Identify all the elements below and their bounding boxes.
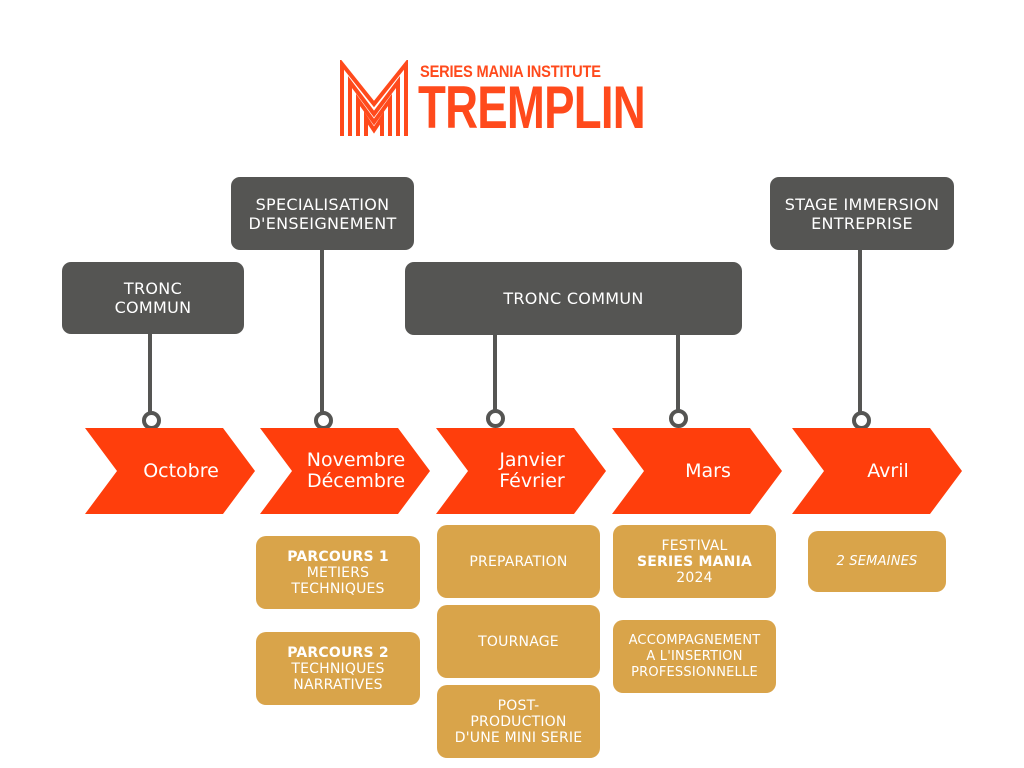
month-chevron-mars: Mars — [612, 428, 782, 514]
connector-line — [493, 335, 497, 413]
festival-year: 2024 — [676, 569, 713, 586]
detail-text: ACCOMPAGNEMENT A L'INSERTION PROFESSIONN… — [628, 632, 761, 680]
timeline-node — [669, 409, 688, 428]
parcours-text: TECHNIQUES NARRATIVES — [291, 660, 385, 693]
detail-text: 2 SEMAINES — [836, 553, 918, 569]
detail-festival: FESTIVAL SERIES MANIA 2024 — [613, 525, 776, 598]
month-chevron-avril: Avril — [792, 428, 962, 514]
month-chevron-octobre: Octobre — [85, 428, 255, 514]
header-stage-immersion: STAGE IMMERSION ENTREPRISE — [770, 177, 954, 250]
detail-parcours-2: PARCOURS 2 TECHNIQUES NARRATIVES — [256, 632, 420, 705]
month-label: Octobre — [143, 459, 219, 482]
festival-top: FESTIVAL — [661, 537, 728, 554]
detail-parcours-1: PARCOURS 1 METIERS TECHNIQUES — [256, 536, 420, 609]
header-tronc-commun-2: TRONC COMMUN — [405, 262, 742, 335]
connector-line — [858, 250, 862, 414]
timeline-node — [486, 409, 505, 428]
detail-text: TOURNAGE — [478, 633, 559, 650]
series-mania-logo-mark — [338, 58, 410, 138]
detail-stage-duration: 2 SEMAINES — [808, 531, 946, 592]
connector-line — [320, 250, 324, 414]
festival-name: SERIES MANIA — [636, 553, 753, 570]
header-tronc-commun-1: TRONC COMMUN — [62, 262, 244, 334]
header-label: TRONC COMMUN — [503, 289, 644, 308]
logo-title: TREMPLIN — [418, 74, 646, 141]
parcours-title: PARCOURS 2 — [287, 644, 389, 661]
detail-accompagnement: ACCOMPAGNEMENT A L'INSERTION PROFESSIONN… — [613, 620, 776, 693]
month-label: Mars — [685, 459, 731, 482]
detail-post-production: POST- PRODUCTION D'UNE MINI SERIE — [437, 685, 600, 758]
detail-preparation: PREPARATION — [437, 525, 600, 598]
header-label: TRONC COMMUN — [114, 279, 192, 317]
parcours-text: METIERS TECHNIQUES — [291, 564, 385, 597]
month-label: Novembre Décembre — [306, 449, 406, 492]
month-label: Janvier Février — [499, 449, 565, 492]
parcours-title: PARCOURS 1 — [287, 548, 389, 565]
detail-text: POST- PRODUCTION D'UNE MINI SERIE — [454, 697, 583, 746]
connector-line — [148, 334, 152, 414]
connector-line — [676, 335, 680, 413]
month-label: Avril — [867, 459, 909, 482]
detail-tournage: TOURNAGE — [437, 605, 600, 678]
month-chevron-novembre-decembre: Novembre Décembre — [260, 428, 430, 514]
month-chevron-janvier-fevrier: Janvier Février — [436, 428, 606, 514]
header-label: SPECIALISATION D'ENSEIGNEMENT — [248, 194, 397, 233]
header-label: STAGE IMMERSION ENTREPRISE — [784, 194, 940, 233]
detail-text: PREPARATION — [469, 553, 568, 570]
header-specialisation: SPECIALISATION D'ENSEIGNEMENT — [231, 177, 414, 250]
logo-subtitle: SERIES MANIA INSTITUTE — [420, 62, 601, 81]
